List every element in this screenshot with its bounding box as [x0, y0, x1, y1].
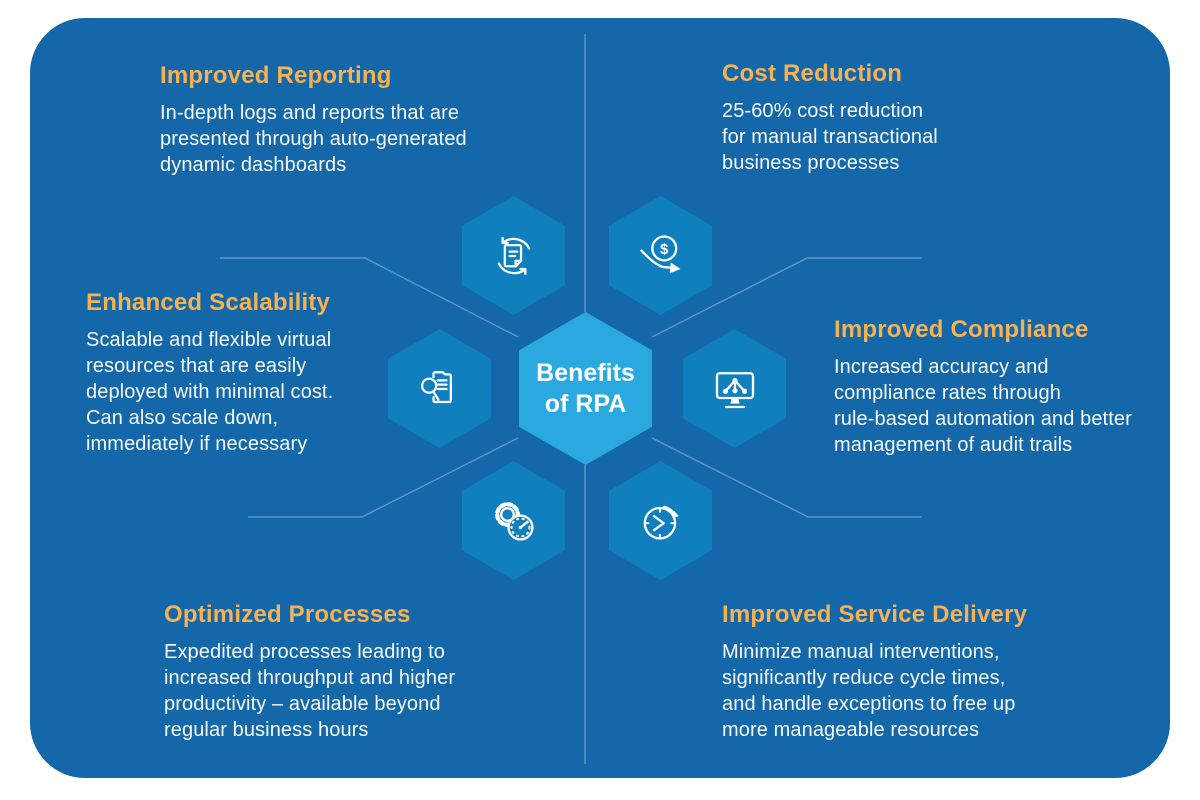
section-title: Improved Service Delivery [722, 601, 1028, 628]
divider-lower-left [248, 437, 519, 518]
divider-upper-right [651, 257, 922, 338]
section-description: 25-60% cost reduction for manual transac… [722, 100, 938, 174]
gear-gauge-icon [488, 495, 540, 547]
divider-upper-left [220, 257, 519, 338]
section-improved-reporting: Improved Reporting In-depth logs and rep… [160, 62, 520, 178]
hexagon-improved-compliance [683, 329, 786, 448]
divider-lower-right [651, 437, 922, 518]
section-improved-compliance: Improved Compliance Increased accuracy a… [834, 316, 1194, 458]
section-title: Optimized Processes [164, 601, 411, 628]
section-title: Improved Reporting [160, 62, 392, 89]
center-label-line1: Benefits [536, 358, 635, 387]
section-enhanced-scalability: Enhanced Scalability Scalable and flexib… [86, 289, 446, 457]
dollar-decrease-icon: $ [635, 230, 687, 282]
hexagon-enhanced-scalability [388, 329, 491, 448]
section-cost-reduction: Cost Reduction 25-60% cost reduction for… [722, 60, 1082, 176]
section-description: In-depth logs and reports that are prese… [160, 102, 467, 176]
clock-rotate-icon [635, 495, 687, 547]
section-description: Minimize manual interventions, significa… [722, 641, 1016, 741]
monitor-network-icon [708, 362, 762, 416]
center-hexagon: Benefits of RPA [519, 312, 652, 465]
section-optimized-processes: Optimized Processes Expedited processes … [164, 601, 524, 743]
section-title: Enhanced Scalability [86, 289, 331, 316]
section-improved-service-delivery: Improved Service Delivery Minimize manua… [722, 601, 1082, 743]
document-sync-icon [488, 230, 540, 282]
section-title: Improved Compliance [834, 316, 1089, 343]
section-description: Expedited processes leading to increased… [164, 641, 456, 741]
svg-text:$: $ [660, 240, 669, 257]
section-title: Cost Reduction [722, 60, 903, 87]
section-description: Scalable and flexible virtual resources … [86, 329, 334, 455]
hexagon-cost-reduction: $ [609, 196, 712, 315]
document-search-icon [414, 363, 466, 415]
center-label-line2: of RPA [544, 389, 627, 418]
section-description: Increased accuracy and compliance rates … [834, 356, 1132, 456]
